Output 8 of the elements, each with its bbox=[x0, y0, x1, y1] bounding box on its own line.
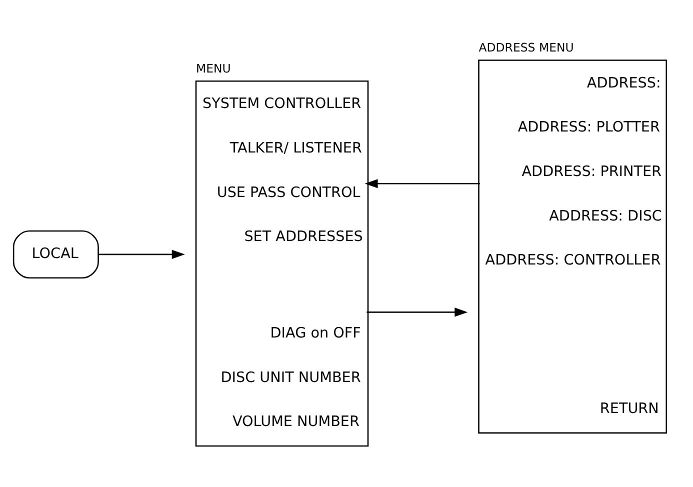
arrow bbox=[366, 307, 468, 316]
node-label: MENU bbox=[196, 60, 231, 75]
arrow bbox=[98, 249, 185, 258]
node-box: LOCAL bbox=[12, 230, 99, 278]
node-box: ADDRESS: ADDRESS: PLOTTER ADDRESS: PRINTER ADDRESS: DISC ADDRESS: CONTROLLER RETURN bbox=[478, 59, 668, 434]
node-box: SYSTEM CONTROLLER TALKER/ LISTENER USE PASS CONTROL SET ADDRESSES DIAG on OFF DISC UNIT NUMBER VOLUME NUMBER bbox=[195, 80, 369, 446]
node-label: ADDRESS MENU bbox=[478, 40, 574, 54]
arrow bbox=[364, 178, 480, 188]
